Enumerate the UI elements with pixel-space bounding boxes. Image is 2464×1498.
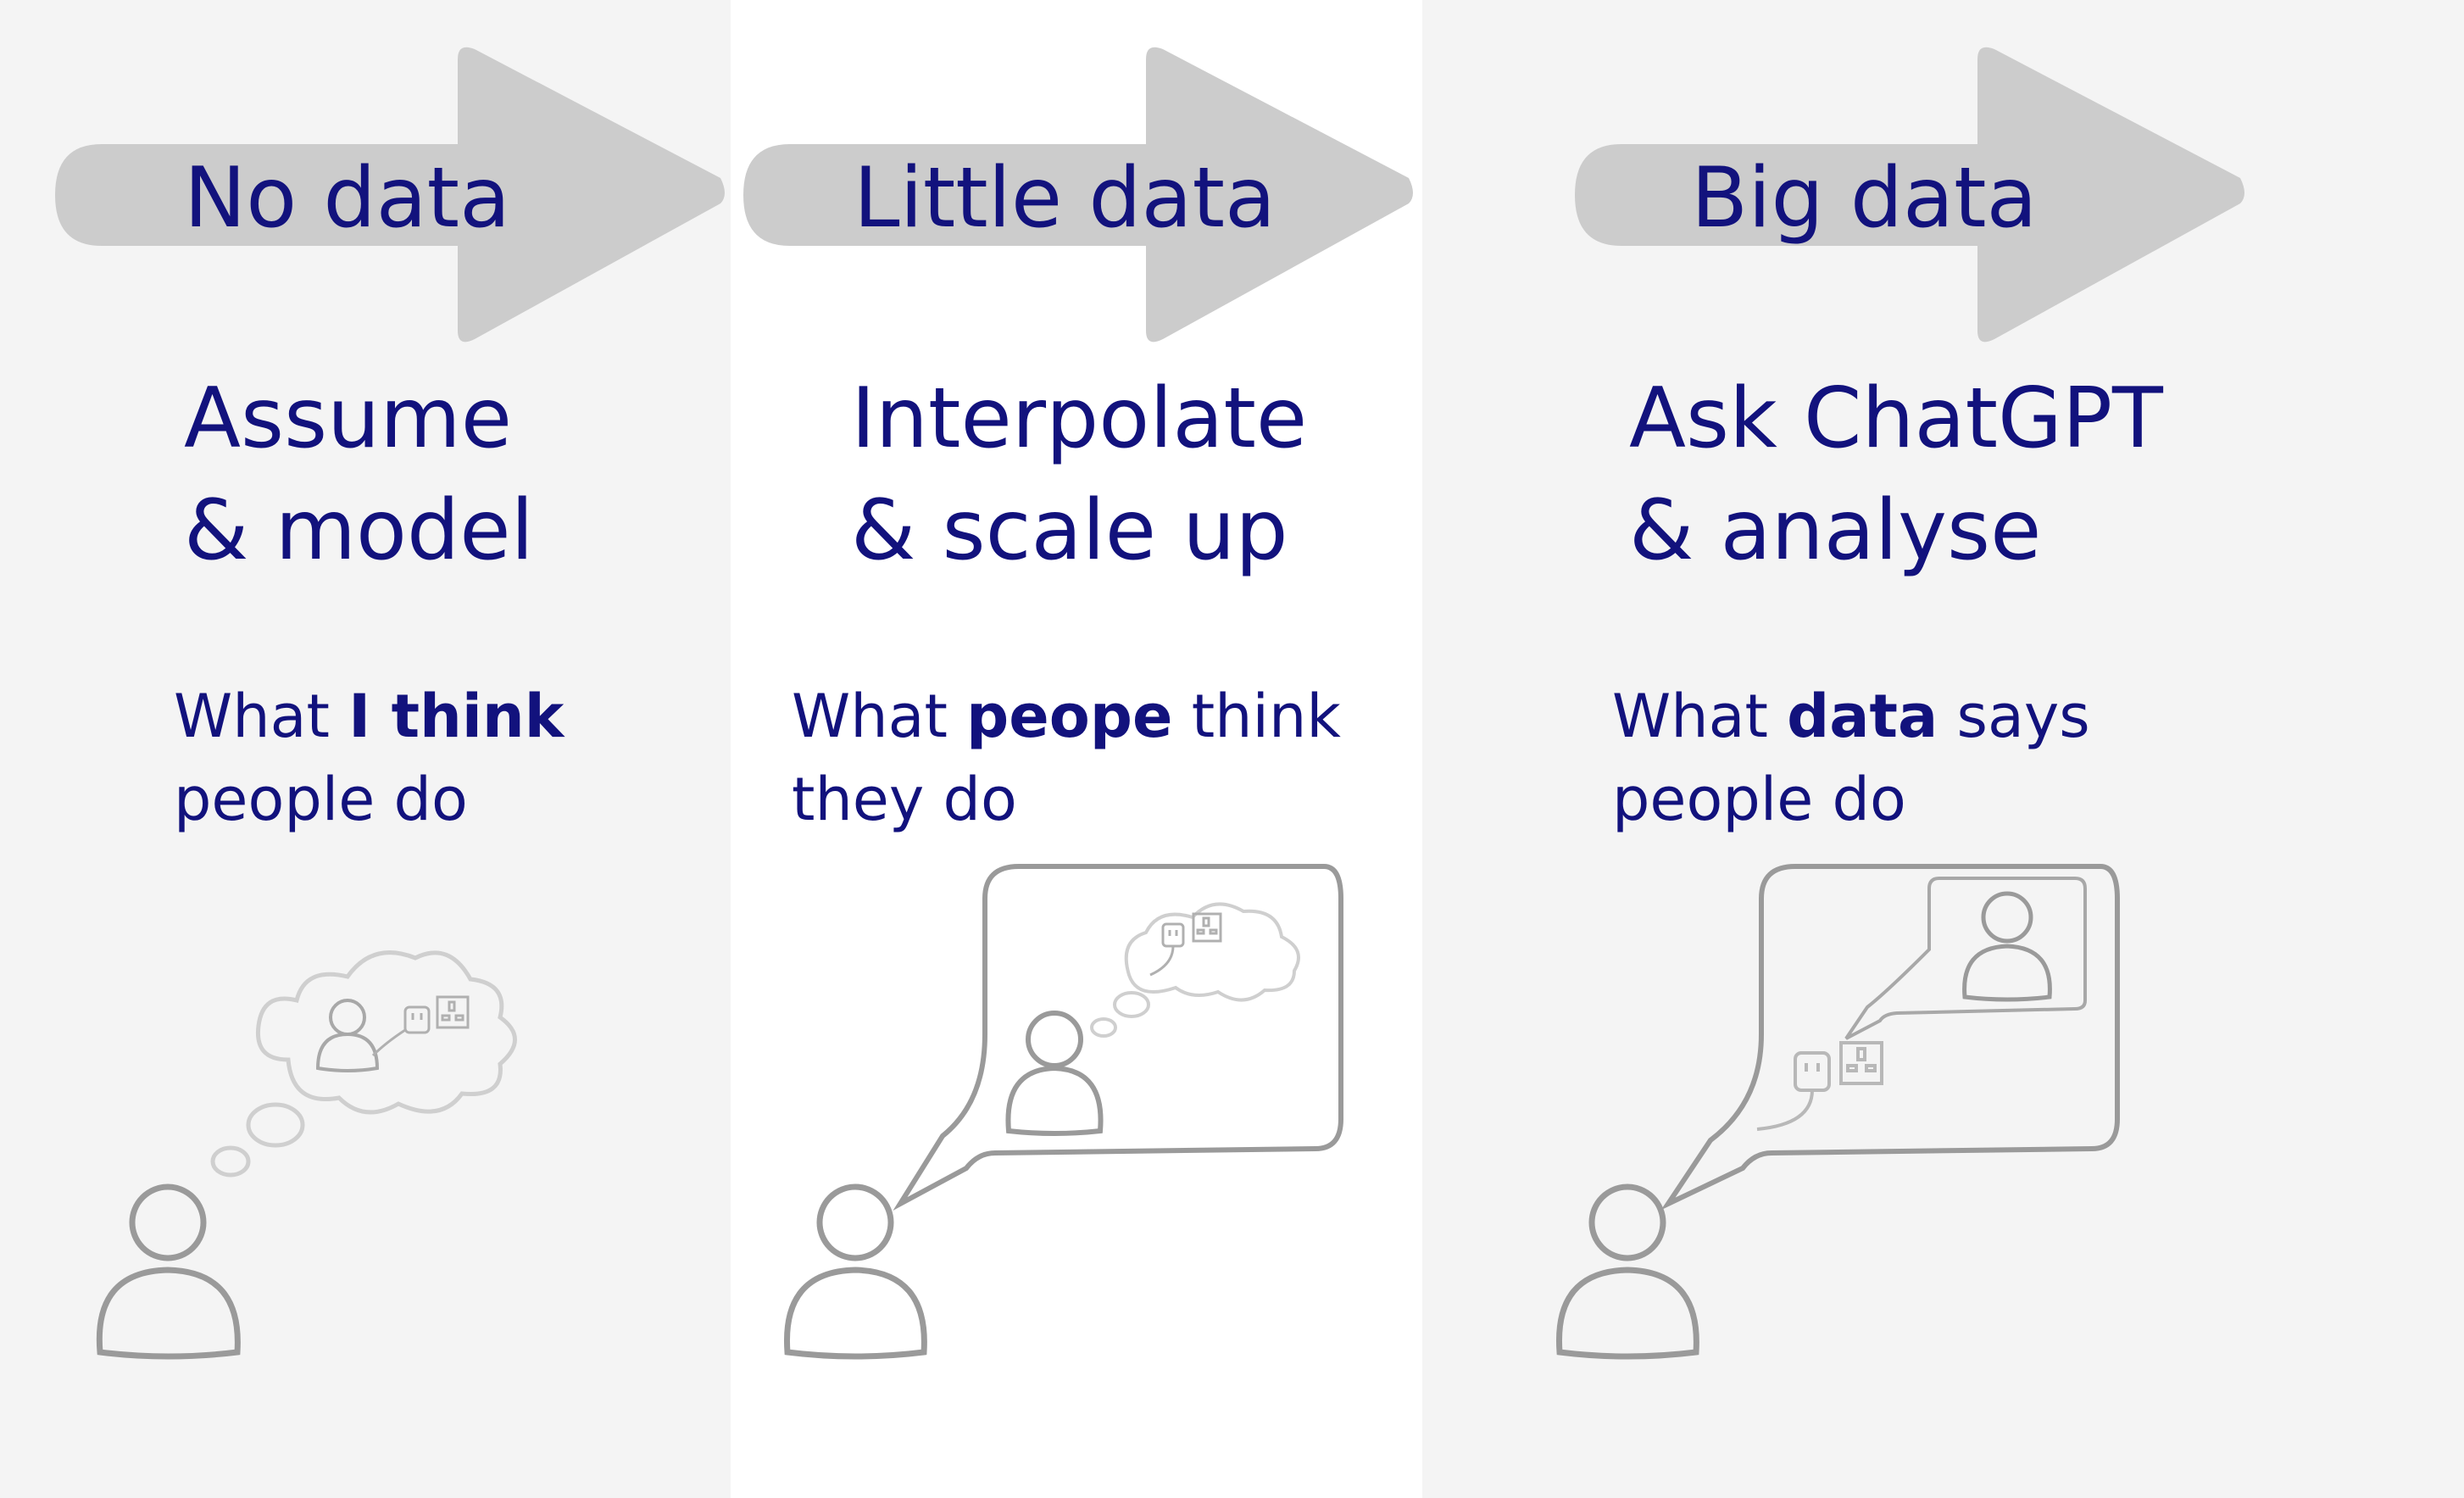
person-icon — [1005, 1011, 1104, 1136]
data-frame — [1844, 877, 2087, 1040]
person-icon — [96, 1183, 241, 1360]
subtext-emphasis: data — [1787, 682, 1938, 751]
thought-bubble-large — [246, 1102, 305, 1148]
thought-bubble-small — [210, 1145, 251, 1178]
data-person-illustration — [1555, 864, 2120, 1360]
person-icon — [315, 999, 380, 1072]
person-icon — [1555, 1183, 1699, 1360]
thought-cloud-icon — [255, 950, 517, 1115]
panel-little-data: Little data Interpolate & scale up What … — [731, 0, 1422, 1498]
subtext-line-2: people do — [174, 765, 468, 834]
speaking-person-illustration — [783, 864, 1343, 1360]
subtext-line-2: people do — [1612, 765, 1906, 834]
plug-icon — [371, 1005, 431, 1057]
subtext-emphasis: I think — [348, 682, 565, 751]
column-heading: Ask ChatGPT & analyse — [1629, 363, 2163, 587]
panel-no-data: No data Assume & model What I think peop… — [0, 0, 731, 1498]
heading-line-1: Interpolate — [851, 370, 1308, 467]
speech-bubble-icon — [893, 864, 1343, 1211]
socket-icon — [1839, 1041, 1883, 1085]
socket-icon — [1192, 912, 1222, 943]
subtext-line-1: What I think — [174, 682, 565, 751]
arrow-shape — [743, 47, 1413, 342]
arrow-label: Big data — [1691, 150, 2038, 247]
subtext-line-2: they do — [792, 765, 1017, 834]
thought-bubble-large — [1113, 991, 1150, 1018]
thought-cloud-icon — [1124, 902, 1300, 1002]
subtext-line-1: What peope think — [792, 682, 1341, 751]
column-heading: Interpolate & scale up — [851, 363, 1307, 587]
plug-icon — [1756, 1051, 1831, 1131]
heading-line-1: Assume — [184, 370, 513, 467]
arrow-shape — [55, 47, 725, 342]
panel-big-data: Big data Ask ChatGPT & analyse What data… — [1422, 0, 2464, 1498]
column-subtext: What peope think they do — [792, 675, 1341, 841]
heading-line-2: & scale up — [851, 482, 1288, 579]
thought-bubble-small — [1090, 1017, 1117, 1038]
column-subtext: What data says people do — [1612, 675, 2090, 841]
column-subtext: What I think people do — [174, 675, 564, 841]
column-heading: Assume & model — [184, 363, 534, 587]
person-icon — [1962, 891, 2052, 1002]
subtext-emphasis: peope — [966, 682, 1173, 751]
arrow-label: No data — [184, 150, 511, 247]
arrow-label: Little data — [854, 150, 1276, 247]
speech-bubble-icon — [1660, 864, 2120, 1211]
plug-icon — [1149, 922, 1185, 977]
arrow-shape — [1575, 47, 2244, 342]
person-icon — [783, 1183, 927, 1360]
heading-line-2: & analyse — [1629, 482, 2042, 579]
socket-icon — [436, 995, 470, 1029]
subtext-line-1: What data says — [1612, 682, 2090, 751]
heading-line-1: Ask ChatGPT — [1629, 370, 2163, 467]
thinking-person-illustration — [96, 950, 517, 1360]
heading-line-2: & model — [184, 482, 534, 579]
